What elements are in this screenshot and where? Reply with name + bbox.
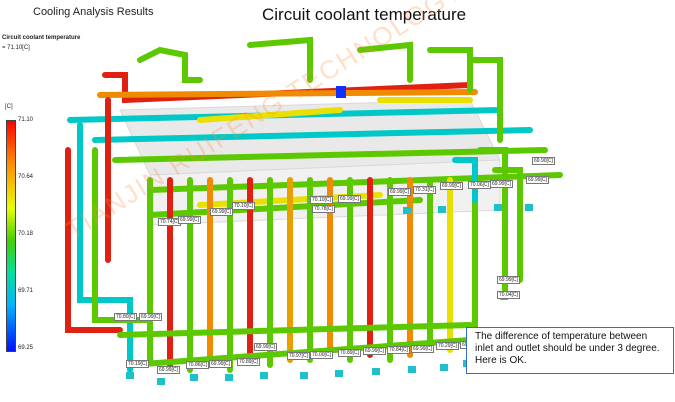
result-name: Circuit coolant temperature	[2, 35, 81, 41]
probe-label: 70.10[C]	[310, 196, 333, 204]
probe-label: 70.78[C]	[312, 205, 335, 213]
note-line: Here is OK.	[475, 355, 527, 366]
legend-tick-2: 70.64	[18, 174, 34, 180]
probe-label: 70.06[C]	[468, 181, 491, 189]
probe-label: 69.99[C]	[497, 276, 520, 284]
probe-label: 69.99[C]	[440, 182, 463, 190]
probe-label: 69.99[C]	[178, 216, 201, 224]
probe-label: 70.29[C]	[436, 342, 459, 350]
probe-label: 69.99[C]	[157, 366, 180, 374]
probe-label: 69.99[C]	[254, 343, 277, 351]
probe-label: 70.84[C]	[387, 346, 410, 354]
color-legend-bar	[6, 120, 16, 352]
probe-label: 70.19[C]	[126, 360, 149, 368]
legend-tick-3: 70.18	[18, 231, 34, 237]
probe-label: 69.99[C]	[338, 195, 361, 203]
legend-tick-min: 69.25	[18, 345, 34, 351]
note-line: inlet and outlet should be under 3 degre…	[475, 343, 660, 354]
probe-label: 69.99[C]	[526, 176, 549, 184]
result-max: = 71.10[C]	[2, 45, 30, 51]
probe-label: 69.99[C]	[209, 360, 232, 368]
probe-label: 69.90[C]	[532, 157, 555, 165]
legend-unit: [C]	[5, 104, 13, 110]
result-note: The difference of temperature between in…	[466, 327, 674, 374]
probe-label: 70.00[C]	[310, 351, 333, 359]
probe-label: 69.99[C]	[411, 345, 434, 353]
probe-label: 69.99[C]	[139, 313, 162, 321]
legend-tick-max: 71.10	[18, 117, 34, 123]
probe-label: 69.99[C]	[210, 208, 233, 216]
note-line: The difference of temperature between	[475, 331, 648, 342]
legend-tick-4: 69.71	[18, 288, 34, 294]
probe-label: 70.80[C]	[114, 313, 137, 321]
probe-label: 70.04[C]	[497, 291, 520, 299]
cold-inlet-marker	[336, 86, 346, 98]
probe-label: 70.10[C]	[232, 202, 255, 210]
probe-label: 70.89[C]	[237, 358, 260, 366]
coolant-lines	[65, 36, 563, 373]
plot-title: Circuit coolant temperature	[262, 5, 467, 24]
probe-label: 70.86[C]	[186, 361, 209, 369]
app-title: Cooling Analysis Results	[33, 6, 154, 18]
probe-label: 70.89[C]	[338, 349, 361, 357]
probe-label: 69.99[C]	[388, 188, 411, 196]
probe-label: 70.97[C]	[287, 352, 310, 360]
probe-label: 70.31[C]	[413, 186, 436, 194]
probe-label: 69.99[C]	[490, 180, 513, 188]
probe-label: 69.99[C]	[363, 347, 386, 355]
